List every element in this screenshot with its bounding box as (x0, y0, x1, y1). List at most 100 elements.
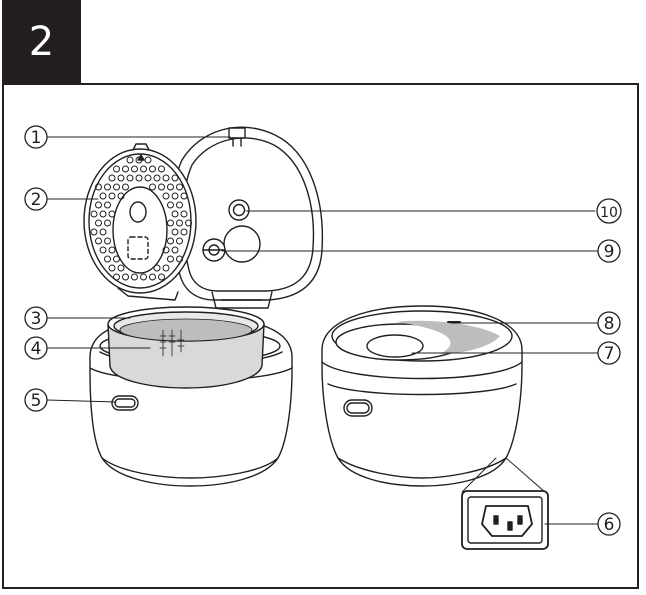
perforation-hole (108, 210, 116, 218)
perforation-hole (176, 183, 183, 191)
figure-number: 2 (28, 19, 55, 65)
perforation-hole (149, 165, 156, 173)
perforation-hole (162, 264, 170, 272)
perforation-hole (95, 201, 102, 209)
perforation-hole (158, 183, 165, 191)
perforation-hole (144, 174, 152, 182)
perforation-hole (126, 174, 134, 182)
perforation-hole (104, 255, 111, 263)
perforation-hole (153, 264, 161, 272)
perforation-hole (180, 228, 188, 236)
perforation-hole (171, 174, 179, 182)
callout-label-5: 5 (31, 391, 42, 411)
perforation-hole (158, 165, 165, 173)
perforation-hole (126, 156, 134, 164)
perforation-hole (117, 264, 125, 272)
callout-8: 8 (597, 311, 621, 335)
perforation-hole (171, 246, 179, 254)
perforation-hole (153, 174, 161, 182)
perforation-hole (99, 210, 107, 218)
lid-release-button-right (343, 399, 373, 417)
perforation-hole (167, 219, 174, 227)
perforation-hole (108, 192, 116, 200)
callout-9: 9 (597, 239, 621, 263)
perforation-hole (140, 165, 147, 173)
perforation-hole (95, 219, 102, 227)
perforation-hole (176, 255, 183, 263)
perforation-hole (108, 246, 116, 254)
callout-7: 7 (597, 341, 621, 365)
callout-label-1: 1 (31, 128, 42, 148)
perforation-hole (171, 210, 179, 218)
perforation-hole (104, 201, 111, 209)
perforation-hole (167, 201, 174, 209)
power-socket (461, 457, 549, 550)
perforation-hole (113, 255, 120, 263)
perforation-hole (162, 246, 170, 254)
callout-10: 10 (596, 198, 622, 224)
callout-3: 3 (24, 306, 48, 330)
perforation-hole (144, 156, 152, 164)
perforation-hole (176, 201, 183, 209)
perforation-hole (158, 273, 165, 281)
callout-label-2: 2 (31, 190, 42, 210)
lid-perforations (90, 156, 192, 281)
perforation-hole (113, 183, 120, 191)
perforation-hole (113, 165, 120, 173)
perforation-hole (135, 156, 143, 164)
perforation-hole (122, 273, 129, 281)
perforation-hole (149, 183, 156, 191)
perforation-hole (162, 192, 170, 200)
perforation-hole (113, 273, 120, 281)
perforation-hole (176, 219, 183, 227)
callout-label-8: 8 (604, 314, 615, 334)
water-level-scale (159, 329, 185, 357)
leader-lines (46, 136, 600, 525)
callout-6: 6 (597, 512, 621, 536)
perforation-hole (95, 183, 102, 191)
callout-4: 4 (24, 336, 48, 360)
perforation-hole (131, 273, 138, 281)
perforation-hole (99, 192, 107, 200)
figure-number-tab: 2 (2, 0, 81, 84)
perforation-hole (171, 192, 179, 200)
perforation-hole (140, 273, 147, 281)
perforation-hole (171, 228, 179, 236)
callout-1: 1 (24, 125, 48, 149)
perforation-hole (180, 210, 188, 218)
perforation-hole (99, 246, 107, 254)
perforation-hole (95, 237, 102, 245)
perforation-hole (167, 237, 174, 245)
perforation-hole (104, 219, 111, 227)
callout-label-9: 9 (604, 242, 615, 262)
perforation-hole (122, 165, 129, 173)
perforation-hole (185, 219, 192, 227)
callout-label-6: 6 (604, 515, 615, 535)
perforation-hole (117, 192, 125, 200)
steam-valve (228, 199, 250, 221)
display-screen (366, 334, 424, 358)
callout-label-4: 4 (31, 339, 42, 359)
perforation-hole (122, 183, 129, 191)
callout-5: 5 (24, 388, 48, 412)
perforation-hole (167, 183, 174, 191)
perforation-hole (176, 237, 183, 245)
perforation-hole (162, 174, 170, 182)
perforation-hole (167, 255, 174, 263)
perforation-hole (104, 237, 111, 245)
inner-cooking-bowl (107, 306, 265, 389)
perforation-hole (104, 183, 111, 191)
perforation-hole (108, 264, 116, 272)
perforation-hole (149, 273, 156, 281)
callout-label-3: 3 (31, 309, 42, 329)
perforation-hole (99, 228, 107, 236)
perforation-hole (131, 165, 138, 173)
perforation-hole (90, 210, 98, 218)
perforation-hole (108, 174, 116, 182)
perforation-hole (135, 174, 143, 182)
perforation-hole (180, 192, 188, 200)
callout-label-10: 10 (600, 205, 618, 221)
perforation-hole (90, 228, 98, 236)
callout-label-7: 7 (604, 344, 615, 364)
